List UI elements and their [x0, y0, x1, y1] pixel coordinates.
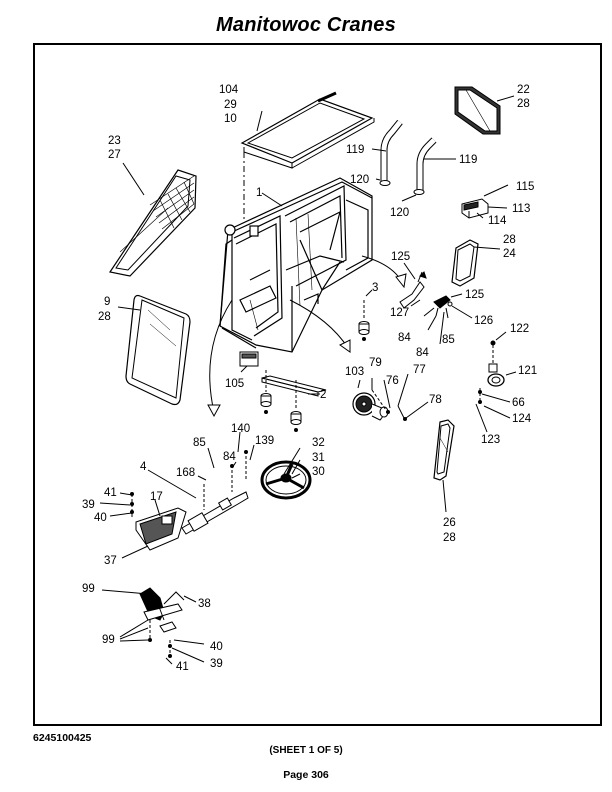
callout-78: 78 [429, 394, 442, 406]
callout-4: 4 [140, 461, 147, 473]
callout-22: 22 [517, 84, 530, 96]
callout-105: 105 [225, 378, 244, 390]
steering-wheel [260, 460, 312, 500]
callout-labels: 104 29 10 22 28 23 27 119 119 120 120 11… [82, 84, 537, 673]
callout-103: 103 [345, 366, 364, 378]
callout-2: 2 [320, 389, 326, 401]
callout-85: 85 [193, 437, 206, 449]
callout-123: 123 [481, 434, 500, 446]
door-glass-mid-right [451, 239, 479, 287]
bracket-cluster [433, 295, 453, 319]
callout-140: 140 [231, 423, 250, 435]
callout-28: 28 [503, 234, 516, 246]
diagram-frame [33, 43, 602, 726]
cab-fan [352, 392, 389, 421]
front-window [125, 294, 191, 406]
callout-139: 139 [255, 435, 274, 447]
callout-10: 10 [224, 113, 237, 125]
callout-119: 119 [346, 144, 364, 156]
callout-125: 125 [391, 251, 410, 263]
hose-upper-right [413, 137, 437, 195]
document-part-number: 6245100425 [33, 732, 92, 744]
hose-upper-left [379, 119, 403, 186]
callout-28: 28 [98, 311, 111, 323]
callout-41: 41 [104, 487, 117, 499]
callout-124: 124 [512, 413, 532, 425]
callout-119: 119 [459, 154, 477, 166]
callout-115: 115 [516, 181, 534, 193]
callout-39: 39 [82, 499, 95, 511]
wiper-arm [399, 271, 427, 309]
callout-3: 3 [372, 282, 378, 294]
sheet-indicator: (SHEET 1 OF 5) [269, 745, 343, 756]
callout-85: 85 [442, 334, 455, 346]
callout-113: 113 [512, 203, 530, 215]
callout-84: 84 [223, 451, 236, 463]
pedal-assembly [139, 587, 185, 658]
callout-122: 122 [510, 323, 529, 335]
callout-126: 126 [474, 315, 493, 327]
callout-168: 168 [176, 467, 195, 479]
callout-31: 31 [312, 452, 325, 464]
cab-frame [219, 177, 373, 353]
callout-26: 26 [443, 517, 456, 529]
column-shroud [130, 492, 187, 551]
callout-40: 40 [210, 641, 223, 653]
callout-24: 24 [503, 248, 516, 260]
callout-28: 28 [443, 532, 456, 544]
callout-37: 37 [104, 555, 117, 567]
callout-29: 29 [224, 99, 237, 111]
callout-23: 23 [108, 135, 121, 147]
door-glass-top-right [454, 86, 501, 135]
page-number: Page 306 [283, 769, 329, 781]
lower-right-glass [433, 419, 455, 481]
callout-40: 40 [94, 512, 107, 524]
callout-120: 120 [390, 207, 409, 219]
callout-17: 17 [150, 491, 163, 503]
callout-127: 127 [390, 307, 409, 319]
cab-mount-right [358, 300, 370, 341]
callout-79: 79 [369, 357, 382, 369]
callout-1: 1 [256, 187, 262, 199]
callout-114: 114 [488, 215, 507, 227]
callout-121: 121 [518, 365, 537, 377]
callout-66: 66 [512, 397, 525, 409]
blower-housing [461, 198, 489, 219]
callout-9: 9 [104, 296, 110, 308]
callout-125: 125 [465, 289, 484, 301]
callout-32: 32 [312, 437, 325, 449]
cab-mount-plate [260, 370, 327, 432]
callout-27: 27 [108, 149, 121, 161]
callout-77: 77 [413, 364, 426, 376]
callout-30: 30 [312, 466, 325, 478]
callout-76: 76 [386, 375, 399, 387]
callout-39: 39 [210, 658, 223, 670]
page-title: Manitowoc Cranes [216, 14, 396, 36]
callout-99: 99 [82, 583, 95, 595]
callout-38: 38 [198, 598, 211, 610]
horn-assembly [478, 340, 505, 404]
callout-84: 84 [398, 332, 411, 344]
roof-glass [240, 91, 375, 169]
callout-104: 104 [219, 84, 239, 96]
left-side-window [109, 169, 197, 277]
callout-99: 99 [102, 634, 115, 646]
callout-120: 120 [350, 174, 369, 186]
steering-column [181, 450, 249, 535]
callout-41: 41 [176, 661, 189, 673]
callout-28: 28 [517, 98, 530, 110]
callout-84: 84 [416, 347, 429, 359]
